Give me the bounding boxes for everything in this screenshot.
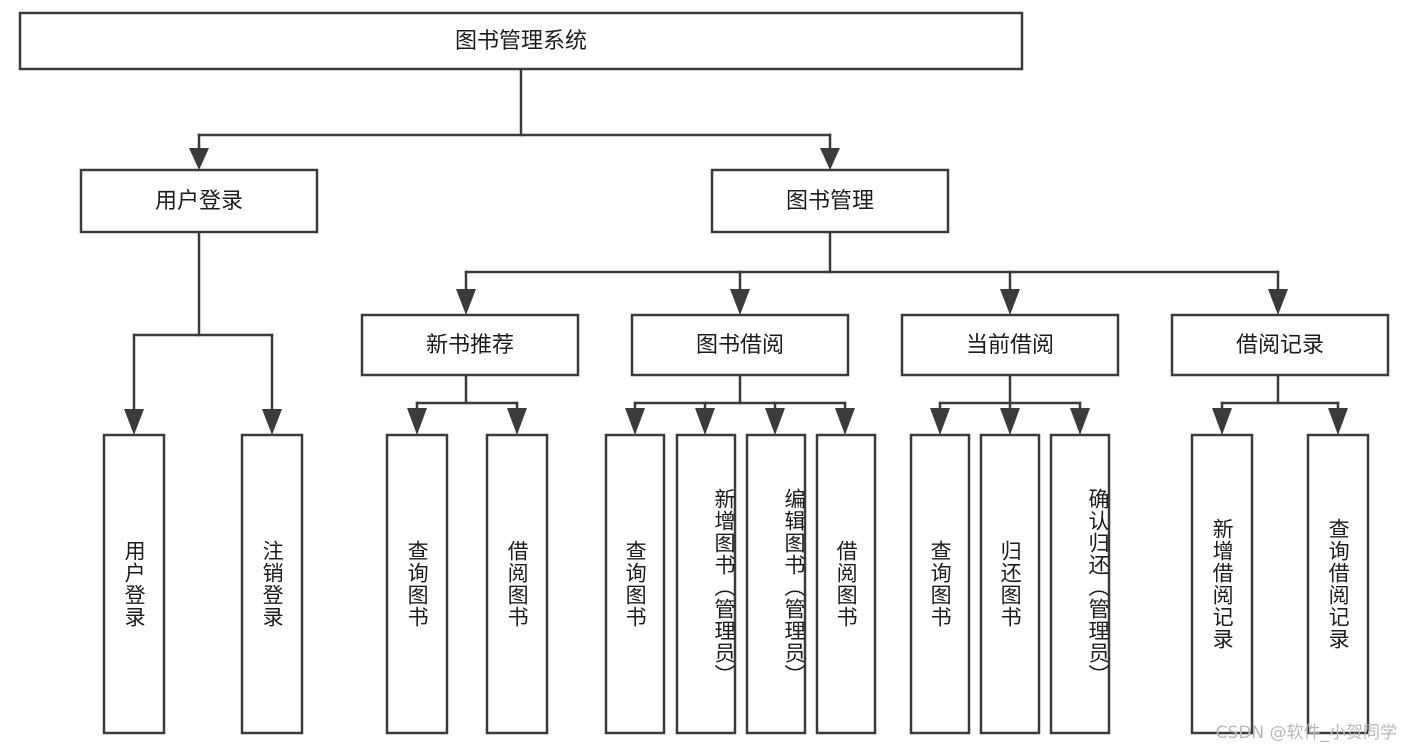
leaf-box-br-add-record[interactable] (1190, 433, 1254, 735)
node-borrow-records[interactable]: 借阅记录 (1170, 313, 1390, 377)
leaf-box-bb-edit-book-admin[interactable] (745, 433, 807, 735)
node-current-borrow[interactable]: 当前借阅 (900, 313, 1120, 377)
arrow-borrow (730, 289, 750, 315)
node-book-management-label: 图书管理 (786, 189, 874, 214)
arrow-current-leaf-1 (930, 408, 950, 435)
node-borrow-records-box[interactable] (1170, 313, 1390, 377)
arrow-records-leaf-1 (1212, 408, 1232, 435)
node-user-login[interactable]: 用户登录 (79, 168, 319, 234)
arrow-newbook-leaf-1 (407, 408, 427, 435)
arrow-borrow-leaf-2 (695, 408, 715, 435)
node-borrow-records-label: 借阅记录 (1236, 333, 1324, 358)
node-book-borrow[interactable]: 图书借阅 (630, 313, 850, 377)
arrow-borrow-leaf-1 (625, 408, 645, 435)
leaf-box-cb-confirm-return-admin[interactable] (1049, 433, 1111, 735)
leaf-box-bb-borrow-book[interactable] (815, 433, 877, 735)
leaf-box-cb-query-book[interactable] (909, 433, 971, 735)
leaf-box-logout[interactable] (240, 433, 304, 735)
arrow-current-leaf-2 (1000, 408, 1020, 435)
arrow-borrow-leaf-3 (765, 408, 785, 435)
arrow-records-leaf-2 (1328, 408, 1348, 435)
arrow-borrow-leaf-4 (835, 408, 855, 435)
arrow-newbook (456, 289, 476, 315)
leaf-box-cb-return-book[interactable] (979, 433, 1041, 735)
leaf-box-user-login[interactable] (102, 433, 166, 735)
arrow-records (1268, 289, 1288, 315)
arrow-newbook-leaf-2 (507, 408, 527, 435)
arrow-book-mgmt (820, 148, 840, 170)
arrow-leaf-user-login-2 (262, 409, 282, 435)
node-current-borrow-box[interactable] (900, 313, 1120, 377)
node-root[interactable]: 图书管理系统 (18, 11, 1024, 71)
node-book-management[interactable]: 图书管理 (710, 168, 950, 234)
node-root-label: 图书管理系统 (455, 29, 587, 54)
node-new-book-recommend[interactable]: 新书推荐 (360, 313, 580, 377)
leaf-box-br-query-record[interactable] (1306, 433, 1370, 735)
node-user-login-box[interactable] (79, 168, 319, 234)
leaf-box-nb-borrow-book[interactable] (485, 433, 549, 735)
node-book-management-box[interactable] (710, 168, 950, 234)
arrow-current (1000, 289, 1020, 315)
node-book-borrow-box[interactable] (630, 313, 850, 377)
leaf-box-bb-add-book-admin[interactable] (675, 433, 737, 735)
arrow-user-login (189, 148, 209, 170)
node-root-box[interactable] (18, 11, 1024, 71)
node-user-login-label: 用户登录 (155, 189, 243, 214)
arrow-leaf-user-login-1 (124, 409, 144, 435)
watermark-text: CSDN @软件_小贺同学 (1215, 723, 1397, 743)
node-new-book-recommend-label: 新书推荐 (426, 333, 514, 358)
connector-group (124, 67, 1348, 435)
node-book-borrow-label: 图书借阅 (696, 333, 784, 358)
arrow-current-leaf-3 (1070, 408, 1090, 435)
node-current-borrow-label: 当前借阅 (966, 333, 1054, 358)
node-new-book-recommend-box[interactable] (360, 313, 580, 377)
leaf-box-bb-query-book[interactable] (604, 433, 666, 735)
leaf-box-nb-query-book[interactable] (385, 433, 449, 735)
